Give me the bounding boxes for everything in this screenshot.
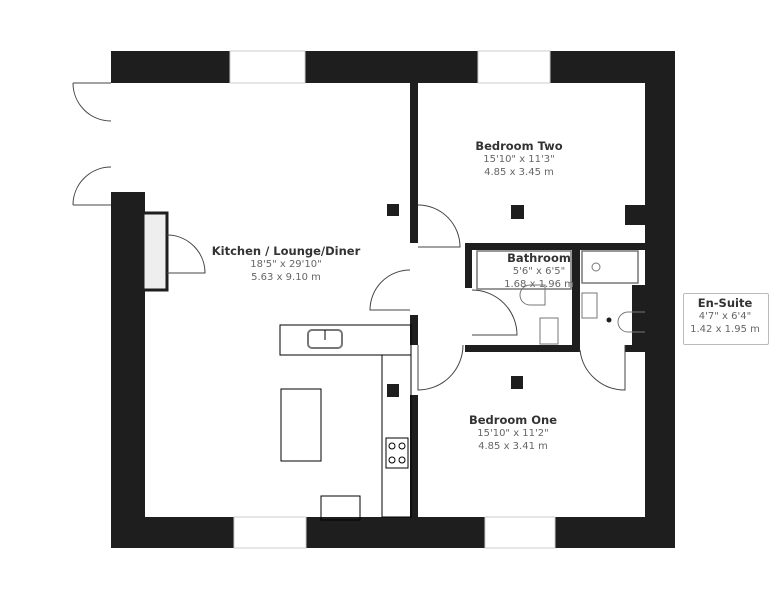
cupboard [141,211,169,292]
room-size-imperial: 15'10" x 11'2" [477,428,549,439]
room-size-imperial: 4'7" x 6'4" [698,311,752,322]
room-label-bedroom-two: Bedroom Two 15'10" x 11'3" 4.85 x 3.45 m [475,139,562,179]
basin-icon [581,292,598,319]
toilet-icon [519,284,546,306]
window [229,50,306,84]
light-point-icon [606,317,612,323]
door-icon [417,204,461,248]
light-points [387,204,612,397]
wall-bed2-notch [625,205,645,225]
window [233,516,307,549]
hob-burner-icon [398,442,406,450]
door-icon [417,344,464,391]
wall-bottom [111,517,675,548]
wall-ensuite-notch [632,285,645,345]
toilet-icon [617,311,645,333]
wall-bathroom-bottom [465,345,580,352]
room-label-kitchen: Kitchen / Lounge/Diner 18'5" x 29'10" 5.… [212,244,361,284]
room-size-metric: 4.85 x 3.41 m [478,441,548,452]
bath-icon [476,250,572,290]
wall-partition-lower [410,315,418,345]
walls [111,51,675,548]
room-size-metric: 5.63 x 9.10 m [251,272,321,283]
fixtures [279,250,645,521]
room-size-metric: 1.68 x 1.96 m [504,279,574,290]
wall-left-upper [111,51,145,83]
room-label-ensuite: En-Suite 4'7" x 6'4" 1.42 x 1.95 m [690,296,760,336]
appliance [320,495,361,521]
wall-partition-bottom [410,395,418,517]
light-point-icon [387,204,399,216]
wall-partition-upper [410,83,418,243]
hob-icon [385,437,409,469]
room-name: En-Suite [697,296,753,310]
window [484,516,556,549]
hob-burner-icon [398,456,406,464]
windows [229,50,556,549]
room-size-imperial: 18'5" x 29'10" [250,259,322,270]
kitchen-counter-side [381,354,412,518]
wall-top [111,51,675,83]
kitchen-island [280,388,322,462]
room-label-bedroom-one: Bedroom One 15'10" x 11'2" 4.85 x 3.41 m [469,413,557,453]
wall-bathroom-top [465,243,645,250]
french-door-icon [72,82,112,206]
kitchen-counter [279,324,412,356]
wall-bathroom-mid [572,243,580,350]
room-size-metric: 1.42 x 1.95 m [690,324,760,335]
hob-burner-icon [388,442,396,450]
room-name: Bedroom Two [475,139,563,153]
cupboard-door-icon [166,234,206,274]
room-name: Bedroom One [468,413,558,427]
door-icon [579,345,626,391]
room-name: Bathroom [507,251,571,265]
room-name: Kitchen / Lounge/Diner [211,244,361,258]
wall-right [645,51,675,548]
doors [72,82,626,391]
basin-icon [539,317,559,345]
door-icon [369,269,411,311]
hob-burner-icon [388,456,396,464]
light-point-icon [511,376,523,389]
room-size-imperial: 15'10" x 11'3" [483,154,555,165]
room-size-imperial: 5'6" x 6'5" [512,266,566,277]
light-point-icon [511,205,524,219]
room-size-metric: 4.85 x 3.45 m [484,167,554,178]
door-icon [471,289,518,336]
light-point-icon [387,384,399,397]
window [477,50,551,84]
wall-bathroom-left [465,243,472,288]
shower-head-icon [591,262,601,272]
wall-left [111,192,145,548]
room-label-bathroom: Bathroom 5'6" x 6'5" 1.68 x 1.96 m [504,251,574,291]
wall-ensuite-bottom [625,345,645,352]
shower-icon [581,250,639,284]
